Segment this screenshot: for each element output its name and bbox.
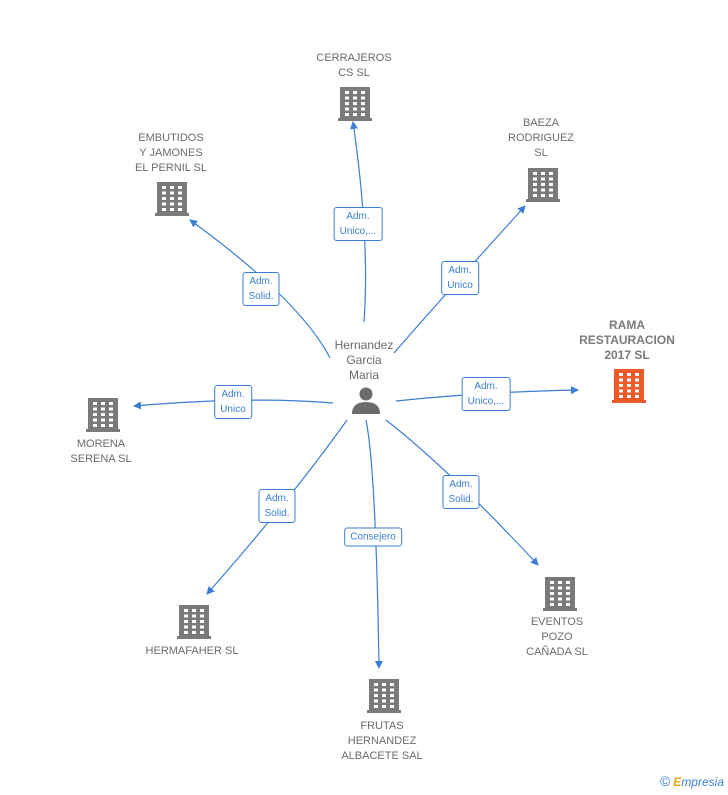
building-icon-baeza[interactable] — [526, 168, 560, 202]
company-label-baeza[interactable]: BAEZA RODRIGUEZ SL — [508, 117, 574, 159]
edge-label-hermafaher[interactable]: Adm. Solid. — [258, 489, 296, 523]
icons-layer — [86, 87, 646, 713]
company-label-cerrajeros[interactable]: CERRAJEROS CS SL — [316, 52, 392, 79]
edge-label-rama[interactable]: Adm. Unico,... — [461, 377, 511, 411]
company-label-rama[interactable]: RAMA RESTAURACION 2017 SL — [579, 318, 675, 362]
company-label-morena[interactable]: MORENA SERENA SL — [70, 438, 132, 465]
edge-label-frutas[interactable]: Consejero — [344, 527, 402, 547]
brand-initial: E — [673, 775, 682, 789]
building-icon-frutas[interactable] — [367, 679, 401, 713]
building-icon-morena[interactable] — [86, 398, 120, 432]
edge-label-embutidos[interactable]: Adm. Solid. — [242, 272, 280, 306]
building-icon-embutidos[interactable] — [155, 182, 189, 216]
edge-label-cerrajeros[interactable]: Adm. Unico,... — [333, 207, 383, 241]
building-icon-cerrajeros[interactable] — [338, 87, 372, 121]
building-icon-eventos[interactable] — [543, 577, 577, 611]
edge-line-frutas — [365, 419, 383, 669]
brand-name: mpresia — [681, 775, 724, 789]
company-label-eventos[interactable]: EVENTOS POZO CAÑADA SL — [526, 616, 588, 658]
edges-layer — [133, 121, 579, 669]
person-name[interactable]: Hernandez Garcia Maria — [334, 338, 394, 382]
edge-label-baeza[interactable]: Adm. Unico — [441, 261, 479, 295]
edge-label-morena[interactable]: Adm. Unico — [214, 385, 252, 419]
company-label-frutas[interactable]: FRUTAS HERNANDEZ ALBACETE SAL — [341, 720, 423, 762]
building-icon-rama[interactable] — [612, 369, 646, 403]
edge-line-embutidos — [189, 219, 331, 359]
company-label-hermafaher[interactable]: HERMAFAHER SL — [145, 645, 239, 657]
person-icon[interactable] — [352, 387, 380, 415]
edge-label-eventos[interactable]: Adm. Solid. — [442, 475, 480, 509]
building-icon-hermafaher[interactable] — [177, 605, 211, 639]
brand-watermark: ©Empresia — [660, 773, 724, 789]
copyright-symbol: © — [659, 773, 671, 789]
company-label-embutidos[interactable]: EMBUTIDOS Y JAMONES EL PERNIL SL — [135, 132, 207, 174]
